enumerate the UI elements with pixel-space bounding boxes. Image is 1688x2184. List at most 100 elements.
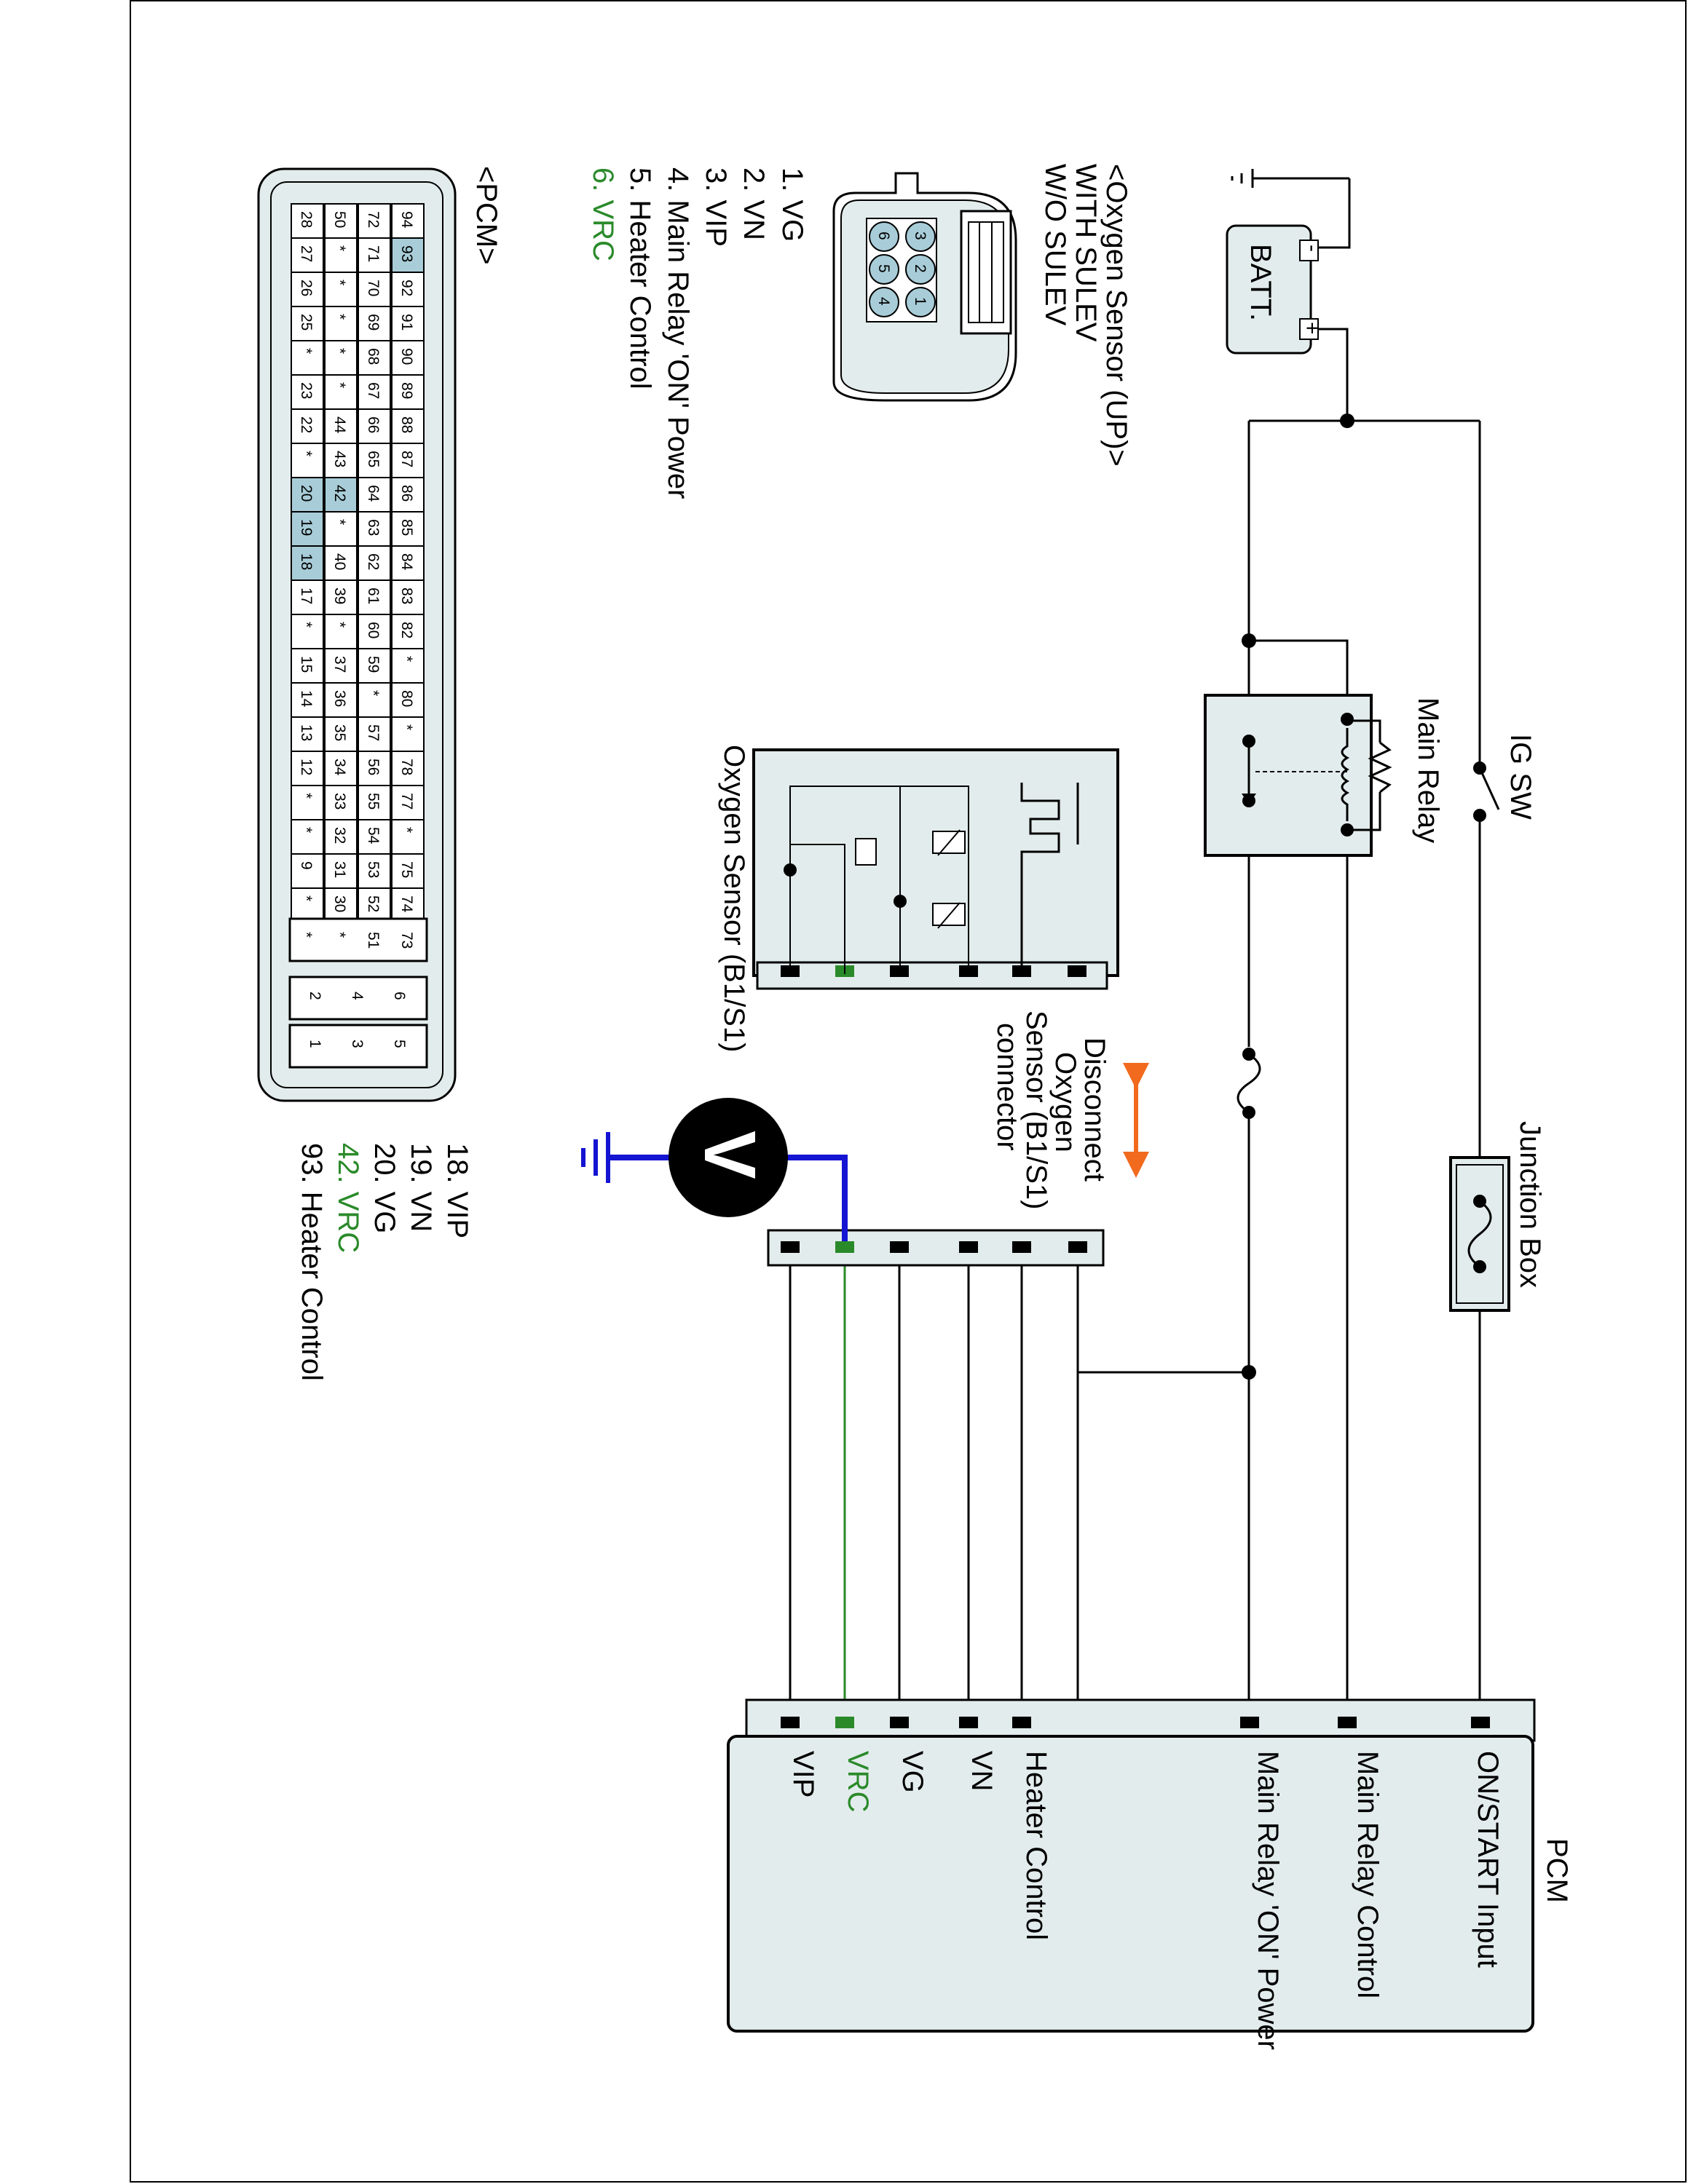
svg-text:*: * [331,280,348,285]
pcm-pin-cell: 72 [358,203,391,239]
pcm-terminal-on-start: ON/START Input [1472,1751,1504,1968]
main-relay-label: Main Relay [1412,697,1444,843]
pcm-power-pin: 4 [349,992,366,1000]
voltmeter: V [581,1098,848,1241]
svg-text:44: 44 [331,416,348,434]
svg-text:63: 63 [365,519,382,536]
svg-text:61: 61 [365,587,382,604]
pcm-pin-cell: * [358,682,391,718]
pcm-pin-cell: 23 [291,374,324,410]
junction-box: Junction Box [1449,1121,1546,1312]
fuse-icon [1467,1200,1492,1268]
svg-text:43: 43 [331,451,348,467]
connector-pin-5: 5 [869,254,899,285]
pcm-pin-cell: 30 [324,887,358,923]
pcm-pin-cell: 42 [324,477,358,513]
svg-text:75: 75 [398,861,415,878]
svg-text:23: 23 [298,382,315,399]
svg-text:84: 84 [398,553,415,571]
pcm-pin-cell: 74 [391,887,425,923]
pcm-pin-cell: 31 [324,853,358,889]
svg-text:*: * [331,382,348,388]
svg-text:*: * [398,656,415,662]
pcm-pin-cell: 94 [391,203,425,239]
pcm-pin-cell: 66 [358,408,391,444]
pcm-pin-cell: 26 [291,272,324,307]
oxygen-sensor-label: Oxygen Sensor (B1/S1) [718,745,750,1052]
pcm-terminal-main-relay-control: Main Relay Control [1352,1751,1384,1998]
pcm-pin-cell: 35 [324,716,358,752]
pcm-terminal-vip: VIP [787,1751,819,1797]
pcm-power-pin: 6 [391,992,408,1000]
svg-text:20: 20 [298,485,315,502]
pcm-pin-cell: 73 [398,932,415,949]
svg-text:68: 68 [365,348,382,365]
pcm-pin-cell: 33 [324,785,358,820]
battery: BATT. - + [1226,169,1351,355]
pcm-pin-cell: 39 [324,579,358,615]
svg-text:9: 9 [298,861,315,870]
svg-text:80: 80 [398,690,415,707]
pcm-pin-cell: 19 [291,511,324,547]
pcm-pin-19-label: 19. VN [405,1143,437,1232]
svg-text:30: 30 [331,895,348,912]
harness-connector [767,1229,1105,1267]
disconnect-note-1: Disconnect [1078,1037,1111,1182]
svg-text:71: 71 [365,245,382,262]
svg-text:*: * [398,827,415,833]
pcm-pin-cell: 71 [358,237,391,273]
pcm-pin-cell: 70 [358,272,391,307]
svg-text:37: 37 [331,656,348,673]
svg-text:69: 69 [365,314,382,331]
svg-text:34: 34 [331,759,348,776]
svg-text:35: 35 [331,724,348,741]
svg-text:64: 64 [365,485,382,502]
svg-text:67: 67 [365,382,382,399]
pcm-pin-cell: 12 [291,751,324,786]
pcm-pin-cell: * [324,237,358,273]
svg-text:31: 31 [331,861,348,878]
svg-text:60: 60 [365,622,382,638]
pcm-terminal-vn: VN [966,1751,998,1792]
svg-text:32: 32 [331,827,348,844]
svg-text:26: 26 [298,280,315,296]
pcm-pin-cell: 34 [324,751,358,786]
svg-text:78: 78 [398,759,415,775]
pcm-pin-cell: 92 [391,272,425,307]
pcm-connector-view: <PCM> 94939291908988878685848382*80*7877… [257,166,502,1102]
oxygen-sensor: Oxygen Sensor (B1/S1) [718,745,1119,1052]
svg-text:*: * [298,895,315,901]
pcm-pin-cell: 55 [358,785,391,820]
svg-text:33: 33 [331,793,348,810]
pcm-terminal-heater-control: Heater Control [1020,1751,1052,1940]
pcm-pin-cell: 27 [291,237,324,273]
connector-pin-3: 3 [905,221,936,252]
svg-text:*: * [331,245,348,251]
connector-view-text: <Oxygen Sensor (UP)> WITH SULEV W/O SULE… [587,164,1132,499]
battery-label: BATT. [1245,244,1277,321]
svg-text:*: * [331,519,348,525]
svg-text:22: 22 [298,416,315,433]
pcm-pin-cell: 61 [358,579,391,615]
oxygen-sensor-connector-view: 1 2 3 4 5 6 [832,172,1017,402]
connector-pin-4: 4 [869,287,899,317]
svg-text:70: 70 [365,280,382,296]
svg-text:53: 53 [365,861,382,878]
pcm-pin-cell: * [291,340,324,376]
svg-text:4: 4 [875,297,892,306]
svg-text:54: 54 [365,827,382,844]
svg-text:59: 59 [365,656,382,673]
svg-text:36: 36 [331,690,348,707]
svg-text:82: 82 [398,622,415,638]
pcm-pin-cell: 78 [391,751,425,786]
svg-text:27: 27 [298,245,315,262]
connector-pin-1: 1 [905,287,936,317]
pcm-pin-cell: 69 [358,306,391,341]
pcm-pin-cell: 14 [291,682,324,718]
svg-text:65: 65 [365,451,382,467]
pcm-pin-cell: 40 [324,545,358,581]
disconnect-indicator: Disconnect Oxygen Sensor (B1/S1) connect… [991,1010,1149,1209]
svg-text:*: * [331,314,348,320]
